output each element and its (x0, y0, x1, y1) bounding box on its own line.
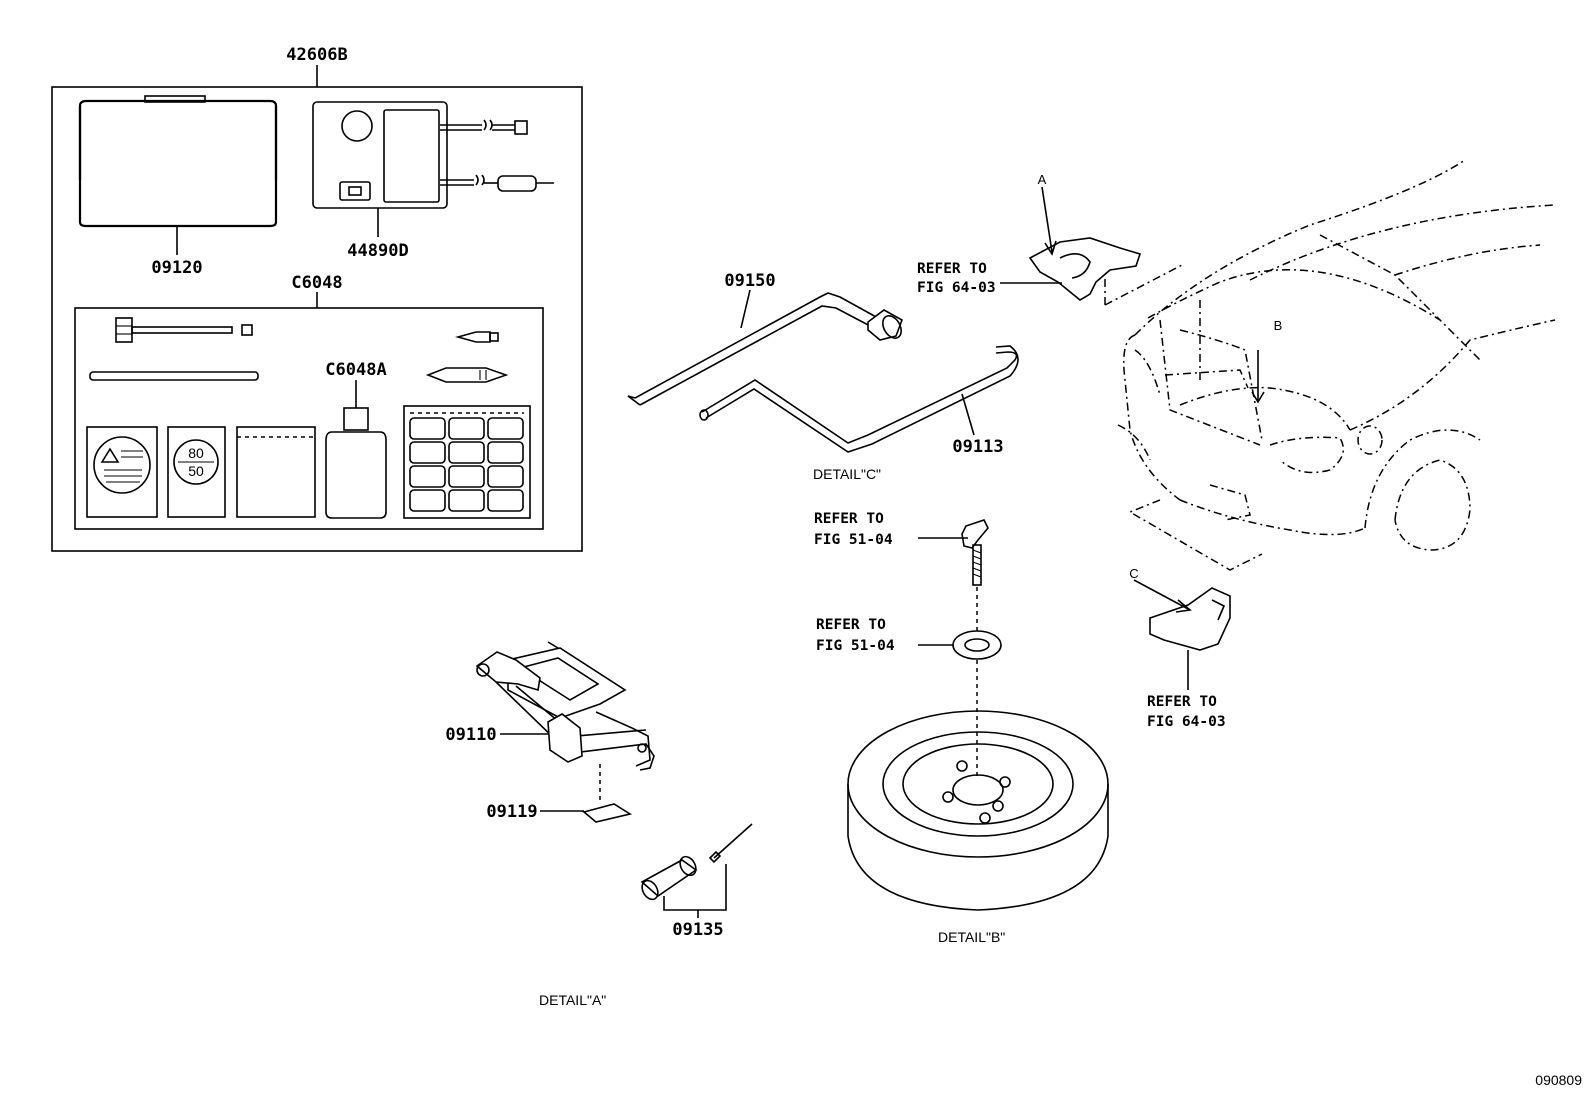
part-C6048A-label: C6048A (325, 360, 386, 380)
tool-kit-box-group: 80 50 (51, 65, 583, 552)
sticker-sheet (403, 405, 531, 519)
inner-kit-frame (74, 307, 544, 530)
refer-bolt-line2: FIG 51-04 (814, 532, 893, 548)
detail-a-caption: DETAIL"A" (539, 992, 606, 1008)
spare-tire-drawing (847, 710, 1109, 911)
sticker-cell (448, 465, 485, 488)
part-44890D-label: 44890D (347, 241, 408, 261)
sticker-cell (409, 417, 446, 440)
refer-bolt-line1: REFER TO (814, 511, 884, 527)
tire-bolt-washer-drawing (918, 630, 1002, 660)
part-09120-label: 09120 (151, 258, 202, 278)
refer-c-line1: REFER TO (1147, 694, 1217, 710)
callout-b-letter: B (1274, 318, 1283, 333)
sticker-cell (487, 489, 524, 512)
lug-wrench-drawing (627, 289, 903, 406)
speed-label: 80 50 (167, 426, 226, 518)
refer-c-line2: FIG 64-03 (1147, 714, 1226, 730)
label-speed-50: 50 (188, 463, 204, 479)
tire-repair-compressor-drawing (312, 101, 554, 237)
c6048-tools-drawing (89, 317, 509, 383)
refer-washer-line2: FIG 51-04 (816, 638, 895, 654)
bracket-a-drawing (1000, 186, 1142, 301)
sealant-bottle-drawing (325, 380, 387, 519)
part-C6048-label: C6048 (291, 273, 342, 293)
callout-a-letter: A (1038, 172, 1047, 187)
refer-a-line2: FIG 64-03 (917, 280, 996, 296)
tool-bag-drawing (78, 95, 278, 255)
jack-handle-hook-drawing (699, 345, 1019, 453)
instruction-sheet (236, 426, 316, 518)
sticker-cell (409, 489, 446, 512)
detail-c-leader (1128, 499, 1263, 571)
sticker-cell (448, 489, 485, 512)
warning-label (86, 426, 158, 518)
part-09119-label: 09119 (486, 802, 537, 822)
part-42606B-label: 42606B (286, 45, 347, 65)
bracket-c-drawing (1133, 579, 1231, 690)
callout-c-letter: C (1129, 566, 1138, 581)
detail-c-caption: DETAIL"C" (813, 466, 881, 482)
spare-tire-clamp-bolt-drawing (918, 519, 989, 586)
part-09110-label: 09110 (445, 725, 496, 745)
tool-kit-outer-frame (51, 86, 583, 552)
part-09135-label: 09135 (672, 920, 723, 940)
sticker-cell (448, 441, 485, 464)
sticker-cell (487, 417, 524, 440)
part-09150-label: 09150 (724, 271, 775, 291)
tow-eye-and-tool-drawing (640, 823, 753, 918)
sticker-cell (487, 441, 524, 464)
sticker-cell (409, 441, 446, 464)
label-speed-80: 80 (188, 445, 204, 461)
sticker-cell (487, 465, 524, 488)
sticker-cell (409, 465, 446, 488)
jack-pad-drawing (540, 803, 633, 823)
refer-a-line1: REFER TO (917, 261, 987, 277)
sticker-grid (409, 417, 524, 512)
part-09113-label: 09113 (952, 437, 1003, 457)
scissor-jack-drawing (475, 641, 655, 771)
detail-b-caption: DETAIL"B" (938, 929, 1005, 945)
refer-washer-line1: REFER TO (816, 617, 886, 633)
figure-number: 090809 (1535, 1072, 1582, 1088)
car-rear-outline-drawing (1117, 159, 1556, 551)
sticker-cell (448, 417, 485, 440)
